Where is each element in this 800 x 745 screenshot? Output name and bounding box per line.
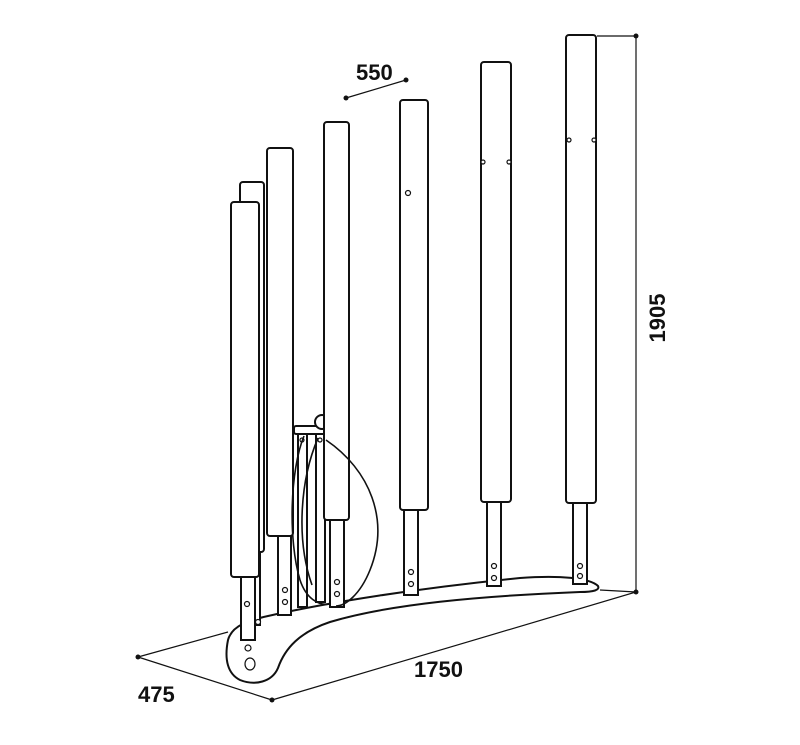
tube-sleeve	[480, 61, 512, 503]
bolt-icon	[506, 159, 512, 165]
tube-sleeve	[399, 99, 429, 511]
bolt-icon	[591, 137, 597, 143]
dimension-dot	[343, 95, 349, 101]
tube-post	[486, 497, 502, 587]
bolt-icon	[490, 574, 498, 582]
tube-sleeve	[230, 201, 260, 578]
anchor-hole-icon	[244, 657, 256, 671]
dimension-label-width: 550	[356, 60, 393, 85]
chime-tube	[323, 121, 350, 608]
striker-cables	[291, 435, 379, 607]
dimension-labels: 550 1905 1750 475	[138, 60, 670, 707]
chime-tube	[480, 61, 512, 587]
bolt-icon	[404, 189, 412, 197]
chime-tube	[399, 99, 429, 596]
dimension-label-height: 1905	[645, 294, 670, 343]
bolt-icon	[576, 562, 584, 570]
chime-tubes	[230, 34, 597, 641]
bolt-icon	[333, 578, 341, 586]
bolt-icon	[566, 137, 572, 143]
tube-post	[572, 495, 588, 585]
cable	[301, 437, 319, 586]
dimension-dot	[135, 654, 141, 660]
dimension-label-depth: 475	[138, 682, 175, 707]
bolt-icon	[281, 598, 289, 606]
bolt-icon	[480, 159, 486, 165]
dimension-dot	[633, 33, 639, 39]
extension-line	[599, 589, 637, 593]
tube-sleeve	[565, 34, 597, 504]
bolt-icon	[254, 618, 262, 626]
tube-sleeve	[266, 147, 294, 537]
bolt-icon	[333, 590, 341, 598]
bolt-icon	[576, 572, 584, 580]
bolt-icon	[243, 600, 251, 608]
cable	[325, 439, 379, 607]
bolt-icon	[407, 580, 415, 588]
dimension-label-length: 1750	[414, 657, 463, 682]
chime-tube	[565, 34, 597, 585]
dimension-lines	[135, 33, 639, 703]
dimension-line-depth	[137, 656, 273, 701]
bolt-icon	[490, 562, 498, 570]
tube-sleeve	[323, 121, 350, 521]
dimension-dot	[403, 77, 409, 83]
bolt-icon	[407, 568, 415, 576]
bolt-icon	[281, 586, 289, 594]
anchor-hole-icon	[244, 644, 252, 652]
dimension-line-width	[345, 79, 407, 99]
chime-tube	[266, 147, 294, 616]
cable	[291, 435, 331, 606]
chime-tube	[230, 201, 262, 641]
dimension-line-length	[271, 591, 637, 701]
extension-line	[137, 631, 229, 658]
